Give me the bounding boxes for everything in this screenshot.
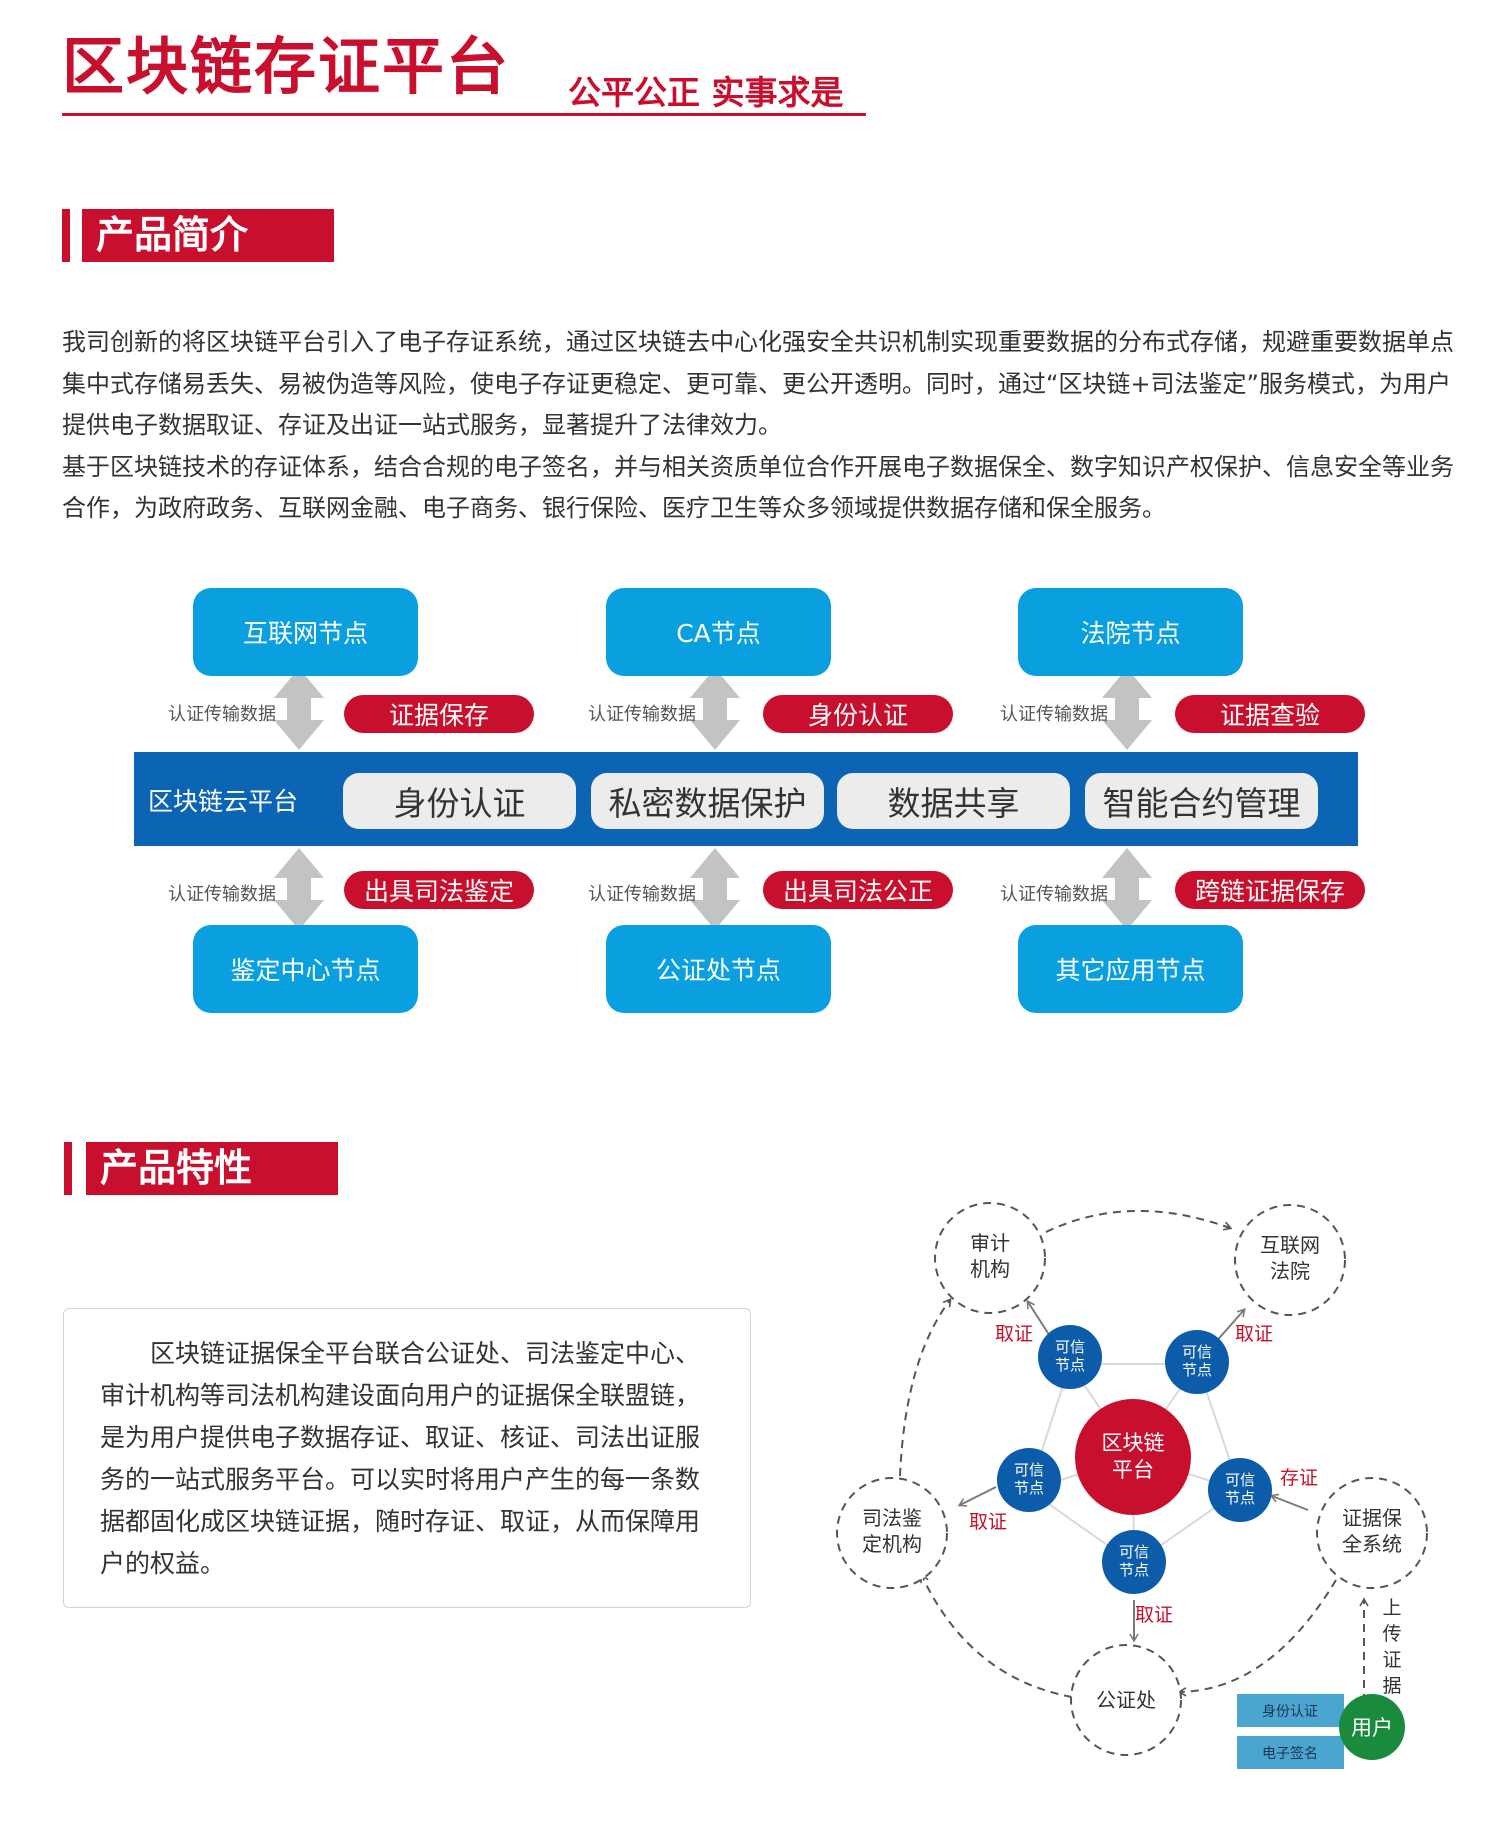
double-arrow-icon xyxy=(1102,848,1152,930)
section-heading-intro: 产品简介 xyxy=(82,209,334,262)
intro-paragraph: 我司创新的将区块链平台引入了电子存证系统，通过区块链去中心化强安全共识机制实现重… xyxy=(62,328,1454,439)
court-label: 互联网 xyxy=(1260,1233,1320,1257)
double-arrow-icon xyxy=(274,848,324,930)
trusted-node-circle xyxy=(1165,1330,1229,1394)
feature-identity: 身份认证 xyxy=(343,773,576,829)
cycle-arrow xyxy=(1045,1210,1233,1233)
link-label: 认证传输数据 xyxy=(1000,704,1108,725)
preserve-label: 证据保 xyxy=(1342,1506,1402,1530)
tag-crosschain-save: 跨链证据保存 xyxy=(1175,871,1365,909)
features-description-box: 区块链证据保全平台联合公证处、司法鉴定中心、审计机构等司法机构建设面向用户的证据… xyxy=(63,1308,751,1608)
trusted-node-label: 可信 xyxy=(1225,1471,1255,1489)
internet-court-circle xyxy=(1234,1204,1346,1316)
node-internet: 互联网节点 xyxy=(193,588,418,676)
platform-label: 区块链云平台 xyxy=(148,787,299,816)
section-marker xyxy=(62,209,70,262)
blockchain-platform-circle xyxy=(1075,1399,1191,1515)
tag-judicial-notary: 出具司法公正 xyxy=(763,871,953,909)
title-underline xyxy=(62,113,866,116)
features-paragraph: 区块链证据保全平台联合公证处、司法鉴定中心、审计机构等司法机构建设面向用户的证据… xyxy=(100,1339,701,1578)
judicial-appraisal-circle xyxy=(836,1477,948,1589)
link-label: 认证传输数据 xyxy=(588,884,696,905)
section-marker xyxy=(64,1142,72,1195)
audit-institution-circle xyxy=(934,1202,1046,1314)
court-label: 法院 xyxy=(1270,1259,1310,1283)
user-tag-box xyxy=(1237,1736,1344,1769)
action-label: 取证 xyxy=(995,1323,1033,1345)
double-arrow-icon xyxy=(690,668,740,750)
node-court: 法院节点 xyxy=(1018,588,1243,676)
judicial-label: 定机构 xyxy=(862,1532,922,1556)
trusted-node-circle xyxy=(1038,1325,1102,1389)
trusted-node-label: 节点 xyxy=(1119,1561,1149,1579)
judicial-label: 司法鉴 xyxy=(862,1506,922,1530)
feature-privacy: 私密数据保护 xyxy=(591,773,824,829)
trusted-node-label: 节点 xyxy=(1014,1479,1044,1497)
link-label: 认证传输数据 xyxy=(168,884,276,905)
tag-identity-auth: 身份认证 xyxy=(763,695,953,733)
trusted-node-circle xyxy=(997,1448,1061,1512)
page-slogan: 公平公正 实事求是 xyxy=(568,73,844,112)
user-circle xyxy=(1339,1694,1405,1760)
intro-paragraph: 基于区块链技术的存证体系，结合合规的电子签名，并与相关资质单位合作开展电子数据保… xyxy=(62,452,1454,523)
node-appraisal-center: 鉴定中心节点 xyxy=(193,925,418,1013)
node-notary: 公证处节点 xyxy=(606,925,831,1013)
transfer-arrows xyxy=(274,668,1152,930)
user-tag-label: 电子签名 xyxy=(1262,1745,1318,1762)
intro-text: 我司创新的将区块链平台引入了电子存证系统，通过区块链去中心化强安全共识机制实现重… xyxy=(62,322,1462,530)
double-arrow-icon xyxy=(1102,668,1152,750)
trusted-node-label: 可信 xyxy=(1182,1343,1212,1361)
tag-judicial-appraisal: 出具司法鉴定 xyxy=(344,871,534,909)
preserve-label: 全系统 xyxy=(1342,1532,1402,1556)
feature-contracts: 智能合约管理 xyxy=(1085,773,1318,829)
trusted-node-label: 节点 xyxy=(1182,1361,1212,1379)
cycle-arrow xyxy=(1177,1579,1337,1697)
center-label: 平台 xyxy=(1112,1458,1154,1482)
upload-label: 证 xyxy=(1382,1649,1401,1671)
section-heading-features: 产品特性 xyxy=(86,1142,338,1195)
trusted-node-label: 节点 xyxy=(1055,1356,1085,1374)
double-arrow-icon xyxy=(690,848,740,930)
cycle-arrow xyxy=(899,1297,952,1477)
tag-evidence-check: 证据查验 xyxy=(1175,695,1365,733)
link-label: 认证传输数据 xyxy=(588,704,696,725)
double-arrow-icon xyxy=(274,668,324,750)
audit-label: 审计 xyxy=(970,1231,1010,1255)
feature-sharing: 数据共享 xyxy=(837,773,1070,829)
notary-circle xyxy=(1070,1644,1182,1756)
trusted-node-label: 可信 xyxy=(1055,1338,1085,1356)
evidence-preserve-circle xyxy=(1316,1477,1428,1589)
trusted-node-label: 节点 xyxy=(1225,1489,1255,1507)
trusted-node-label: 可信 xyxy=(1014,1461,1044,1479)
action-label: 取证 xyxy=(1135,1604,1173,1626)
action-label: 存证 xyxy=(1280,1467,1318,1489)
cycle-arrow xyxy=(920,1573,1073,1698)
center-label: 区块链 xyxy=(1102,1431,1165,1455)
tag-evidence-save: 证据保存 xyxy=(344,695,534,733)
node-ca: CA节点 xyxy=(606,588,831,676)
trusted-node-label: 可信 xyxy=(1119,1543,1149,1561)
notary-label: 公证处 xyxy=(1096,1688,1156,1712)
upload-label: 据 xyxy=(1382,1675,1401,1697)
node-other-apps: 其它应用节点 xyxy=(1018,925,1243,1013)
link-label: 认证传输数据 xyxy=(1000,884,1108,905)
action-label: 取证 xyxy=(1235,1323,1273,1345)
user-tag-box xyxy=(1237,1694,1344,1727)
user-tag-label: 身份认证 xyxy=(1262,1704,1318,1720)
audit-label: 机构 xyxy=(970,1257,1010,1281)
link-label: 认证传输数据 xyxy=(168,704,276,725)
page-title: 区块链存证平台 xyxy=(62,30,511,103)
action-label: 取证 xyxy=(969,1511,1007,1533)
upload-label: 上 xyxy=(1382,1597,1401,1619)
trusted-node-circle xyxy=(1102,1530,1166,1594)
trusted-node-circle xyxy=(1208,1458,1272,1522)
user-label: 用户 xyxy=(1351,1716,1393,1740)
upload-label: 传 xyxy=(1382,1623,1401,1645)
